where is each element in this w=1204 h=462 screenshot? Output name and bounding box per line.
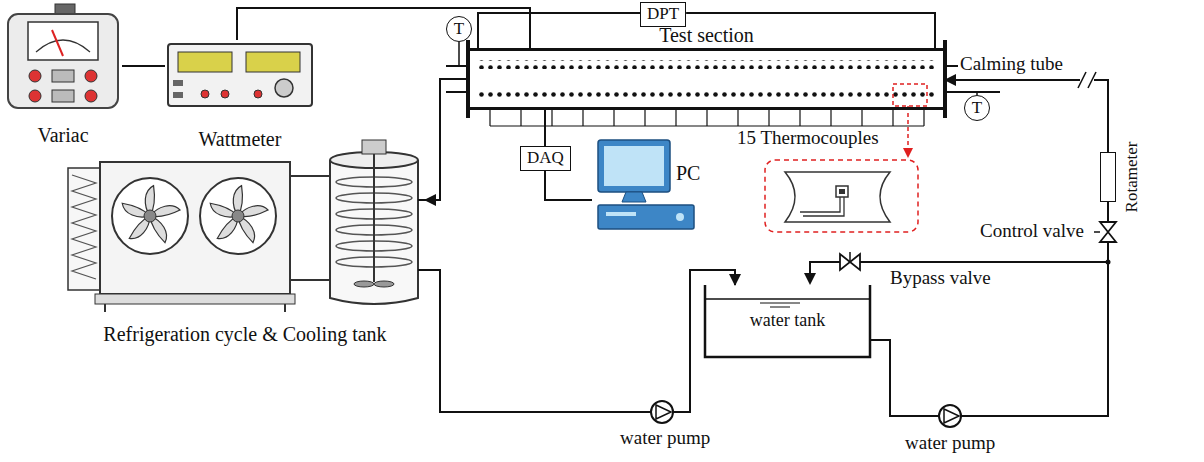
part-label: 15 Thermocouples bbox=[735, 128, 881, 149]
part-label: water pump bbox=[903, 433, 997, 454]
part-label: Bypass valve bbox=[888, 268, 993, 289]
node-label: T bbox=[972, 99, 982, 118]
node-label: DPT bbox=[647, 5, 679, 24]
water-pump-symbol bbox=[651, 401, 673, 423]
node-label: DAQ bbox=[527, 149, 564, 168]
water-tank: water tank bbox=[705, 285, 870, 357]
pc: PC bbox=[592, 135, 704, 237]
part-label: Calming tube bbox=[958, 54, 1065, 75]
connector bbox=[478, 13, 640, 48]
pc-illustration bbox=[598, 140, 694, 229]
connector bbox=[544, 110, 546, 146]
control-valve-symbol bbox=[1094, 222, 1116, 242]
water-pump-symbol bbox=[939, 405, 961, 427]
pipe-break bbox=[1078, 72, 1096, 88]
thermometer-circle: T bbox=[446, 16, 472, 42]
node-label: Wattmeter bbox=[165, 128, 315, 150]
node-label: Test section bbox=[468, 24, 945, 46]
part-label: Control valve bbox=[978, 221, 1086, 242]
connector bbox=[122, 65, 165, 67]
thermocouple-wires bbox=[490, 110, 924, 126]
node-label: T bbox=[454, 20, 464, 39]
test-section-illustration bbox=[446, 40, 1000, 118]
connector bbox=[425, 79, 468, 200]
node-label: Refrigeration cycle & Cooling tank bbox=[65, 323, 425, 345]
thermometer-circle: T bbox=[964, 95, 990, 121]
rotameter: Rotameter bbox=[1100, 152, 1116, 202]
connector bbox=[870, 202, 1108, 416]
water-tank-illustration bbox=[705, 285, 870, 357]
test-section: Test section bbox=[468, 48, 945, 110]
variac: Variac bbox=[4, 4, 122, 146]
node-label: Rotameter bbox=[1123, 142, 1142, 213]
node-label: water tank bbox=[705, 311, 870, 331]
daq-box: DAQ bbox=[520, 146, 571, 171]
connector bbox=[425, 270, 735, 412]
connector bbox=[945, 80, 1108, 152]
refrigeration-illustration bbox=[68, 140, 425, 312]
node-label: Variac bbox=[4, 124, 122, 146]
variac-illustration bbox=[8, 4, 118, 108]
bypass-valve-symbol bbox=[840, 252, 860, 270]
node-label: PC bbox=[676, 162, 700, 184]
part-label: water pump bbox=[618, 428, 712, 449]
dpt-box: DPT bbox=[640, 2, 686, 27]
thermocouple-callout bbox=[765, 106, 918, 232]
wattmeter-illustration bbox=[168, 44, 312, 106]
wattmeter: Wattmeter bbox=[165, 40, 315, 150]
connector bbox=[545, 171, 592, 200]
cooling-unit: Refrigeration cycle & Cooling tank bbox=[65, 140, 425, 345]
